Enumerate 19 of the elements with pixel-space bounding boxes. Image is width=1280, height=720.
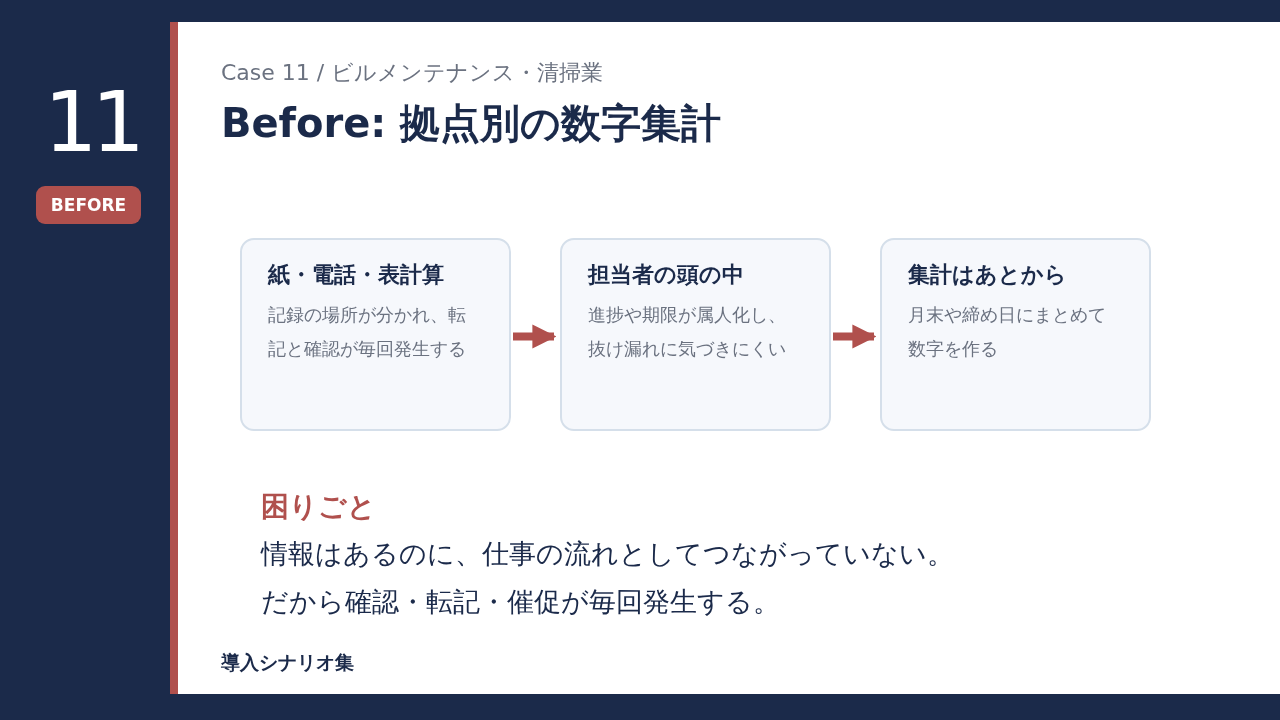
title: Before: 拠点別の数字集計 (221, 99, 722, 148)
process-card (560, 238, 831, 431)
body-text: 情報はあるのに、仕事の流れとしてつながっていない。 (261, 537, 954, 571)
section-heading: 困りごと (261, 489, 376, 525)
card-text: 進捗や期限が属人化し、抜け漏れに気づきにくい (588, 303, 787, 361)
case-number: 11 (44, 72, 139, 172)
subtitle: Case 11 / ビルメンテナンス・清掃業 (221, 59, 604, 87)
card-text: 記録の場所が分かれ、転記と確認が毎回発生する (268, 303, 467, 361)
arrow (833, 324, 877, 349)
process-card (240, 238, 511, 431)
process-card (880, 238, 1151, 431)
body-text: だから確認・転記・催促が毎回発生する。 (261, 585, 780, 619)
card-text: 月末や締め日にまとめて数字を作る (908, 303, 1107, 361)
footer-text: 導入シナリオ集 (221, 650, 354, 675)
card-heading: 集計はあとから (908, 261, 1068, 289)
status-badge: BEFORE (36, 186, 141, 224)
arrow (513, 324, 557, 349)
card-heading: 担当者の頭の中 (588, 261, 745, 289)
card-heading: 紙・電話・表計算 (268, 261, 445, 289)
